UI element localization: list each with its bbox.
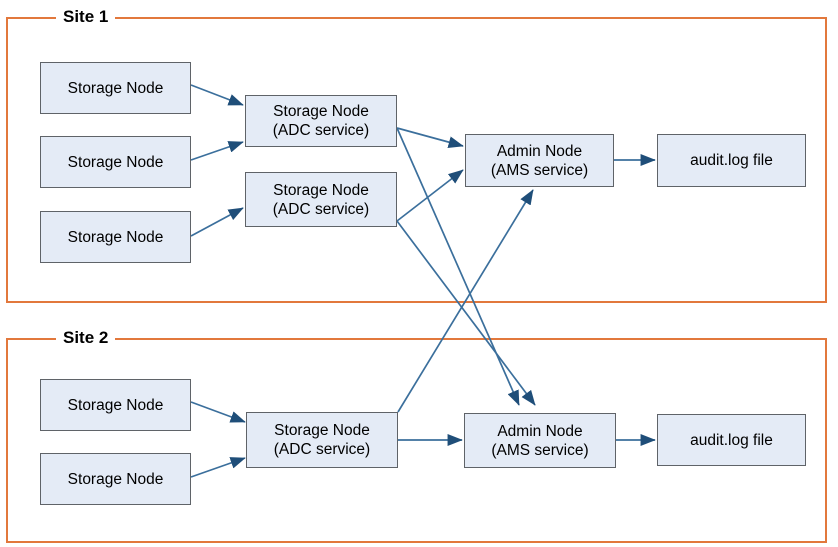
node-label-line1: Admin Node [497,422,583,440]
storage-node-adc-s1-2[interactable]: Storage Node (ADC service) [245,172,397,227]
node-label-line2: (ADC service) [272,122,370,139]
node-label-line1: Storage Node [67,228,164,246]
storage-node-s2-1[interactable]: Storage Node [40,379,191,431]
storage-node-s2-2[interactable]: Storage Node [40,453,191,505]
node-label-line1: Storage Node [273,103,369,120]
audit-log-file-s2[interactable]: audit.log file [657,414,806,466]
node-label-line2: (ADC service) [272,200,370,218]
node-label-line2: (AMS service) [491,441,589,459]
admin-node-ams-s1[interactable]: Admin Node (AMS service) [465,134,614,187]
node-label-line1: Storage Node [274,422,370,439]
node-label-line1: Storage Node [67,396,164,414]
site-2-label: Site 2 [56,329,116,347]
node-label-line1: Storage Node [273,181,369,199]
node-label-line1: Storage Node [67,79,164,97]
node-label-line2: (AMS service) [490,161,589,179]
storage-node-s1-1[interactable]: Storage Node [40,62,191,114]
site-1-label: Site 1 [56,8,116,26]
storage-node-adc-s2-1[interactable]: Storage Node (ADC service) [246,412,398,468]
node-label-line1: Storage Node [67,153,164,171]
admin-node-ams-s2[interactable]: Admin Node (AMS service) [464,413,616,468]
audit-log-file-s1[interactable]: audit.log file [657,134,806,187]
storage-node-s1-3[interactable]: Storage Node [40,211,191,263]
node-label-line1: Admin Node [496,142,583,160]
node-label-line1: Storage Node [67,470,164,488]
node-label-line2: (ADC service) [273,441,371,458]
node-label-line1: audit.log file [690,152,773,169]
storage-node-s1-2[interactable]: Storage Node [40,136,191,188]
node-label-line1: audit.log file [690,431,773,449]
storage-node-adc-s1-1[interactable]: Storage Node (ADC service) [245,95,397,147]
